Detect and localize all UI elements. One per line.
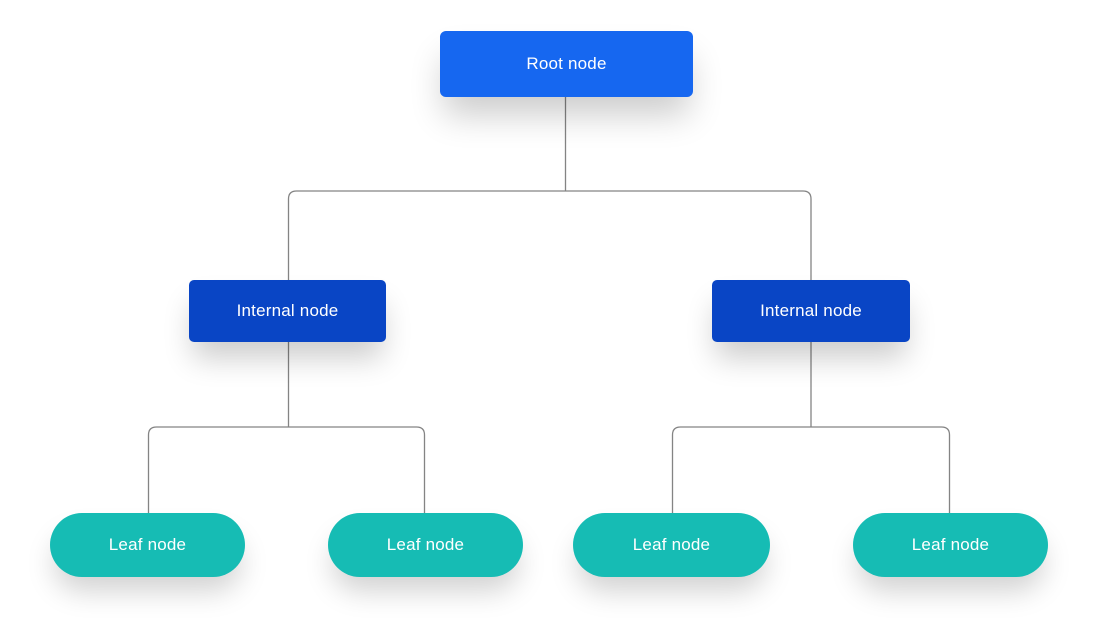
leaf-node-4-label: Leaf node (911, 535, 990, 554)
connector-level2-right-elbow (671, 426, 951, 513)
internal-node-right-label: Internal node (760, 301, 862, 320)
root-node: Root node (440, 31, 693, 97)
leaf-node-4: Leaf node (853, 513, 1048, 577)
connector-level1-elbow (287, 190, 812, 280)
leaf-node-3-label: Leaf node (632, 535, 711, 554)
connector-level2-left-elbow (147, 426, 426, 513)
leaf-node-2-label: Leaf node (386, 535, 465, 554)
leaf-node-3: Leaf node (573, 513, 770, 577)
internal-node-left: Internal node (189, 280, 386, 342)
leaf-node-2: Leaf node (328, 513, 523, 577)
root-node-label: Root node (526, 54, 607, 73)
leaf-node-1: Leaf node (50, 513, 245, 577)
leaf-node-1-label: Leaf node (108, 535, 187, 554)
internal-node-right: Internal node (712, 280, 910, 342)
internal-node-left-label: Internal node (236, 301, 339, 320)
